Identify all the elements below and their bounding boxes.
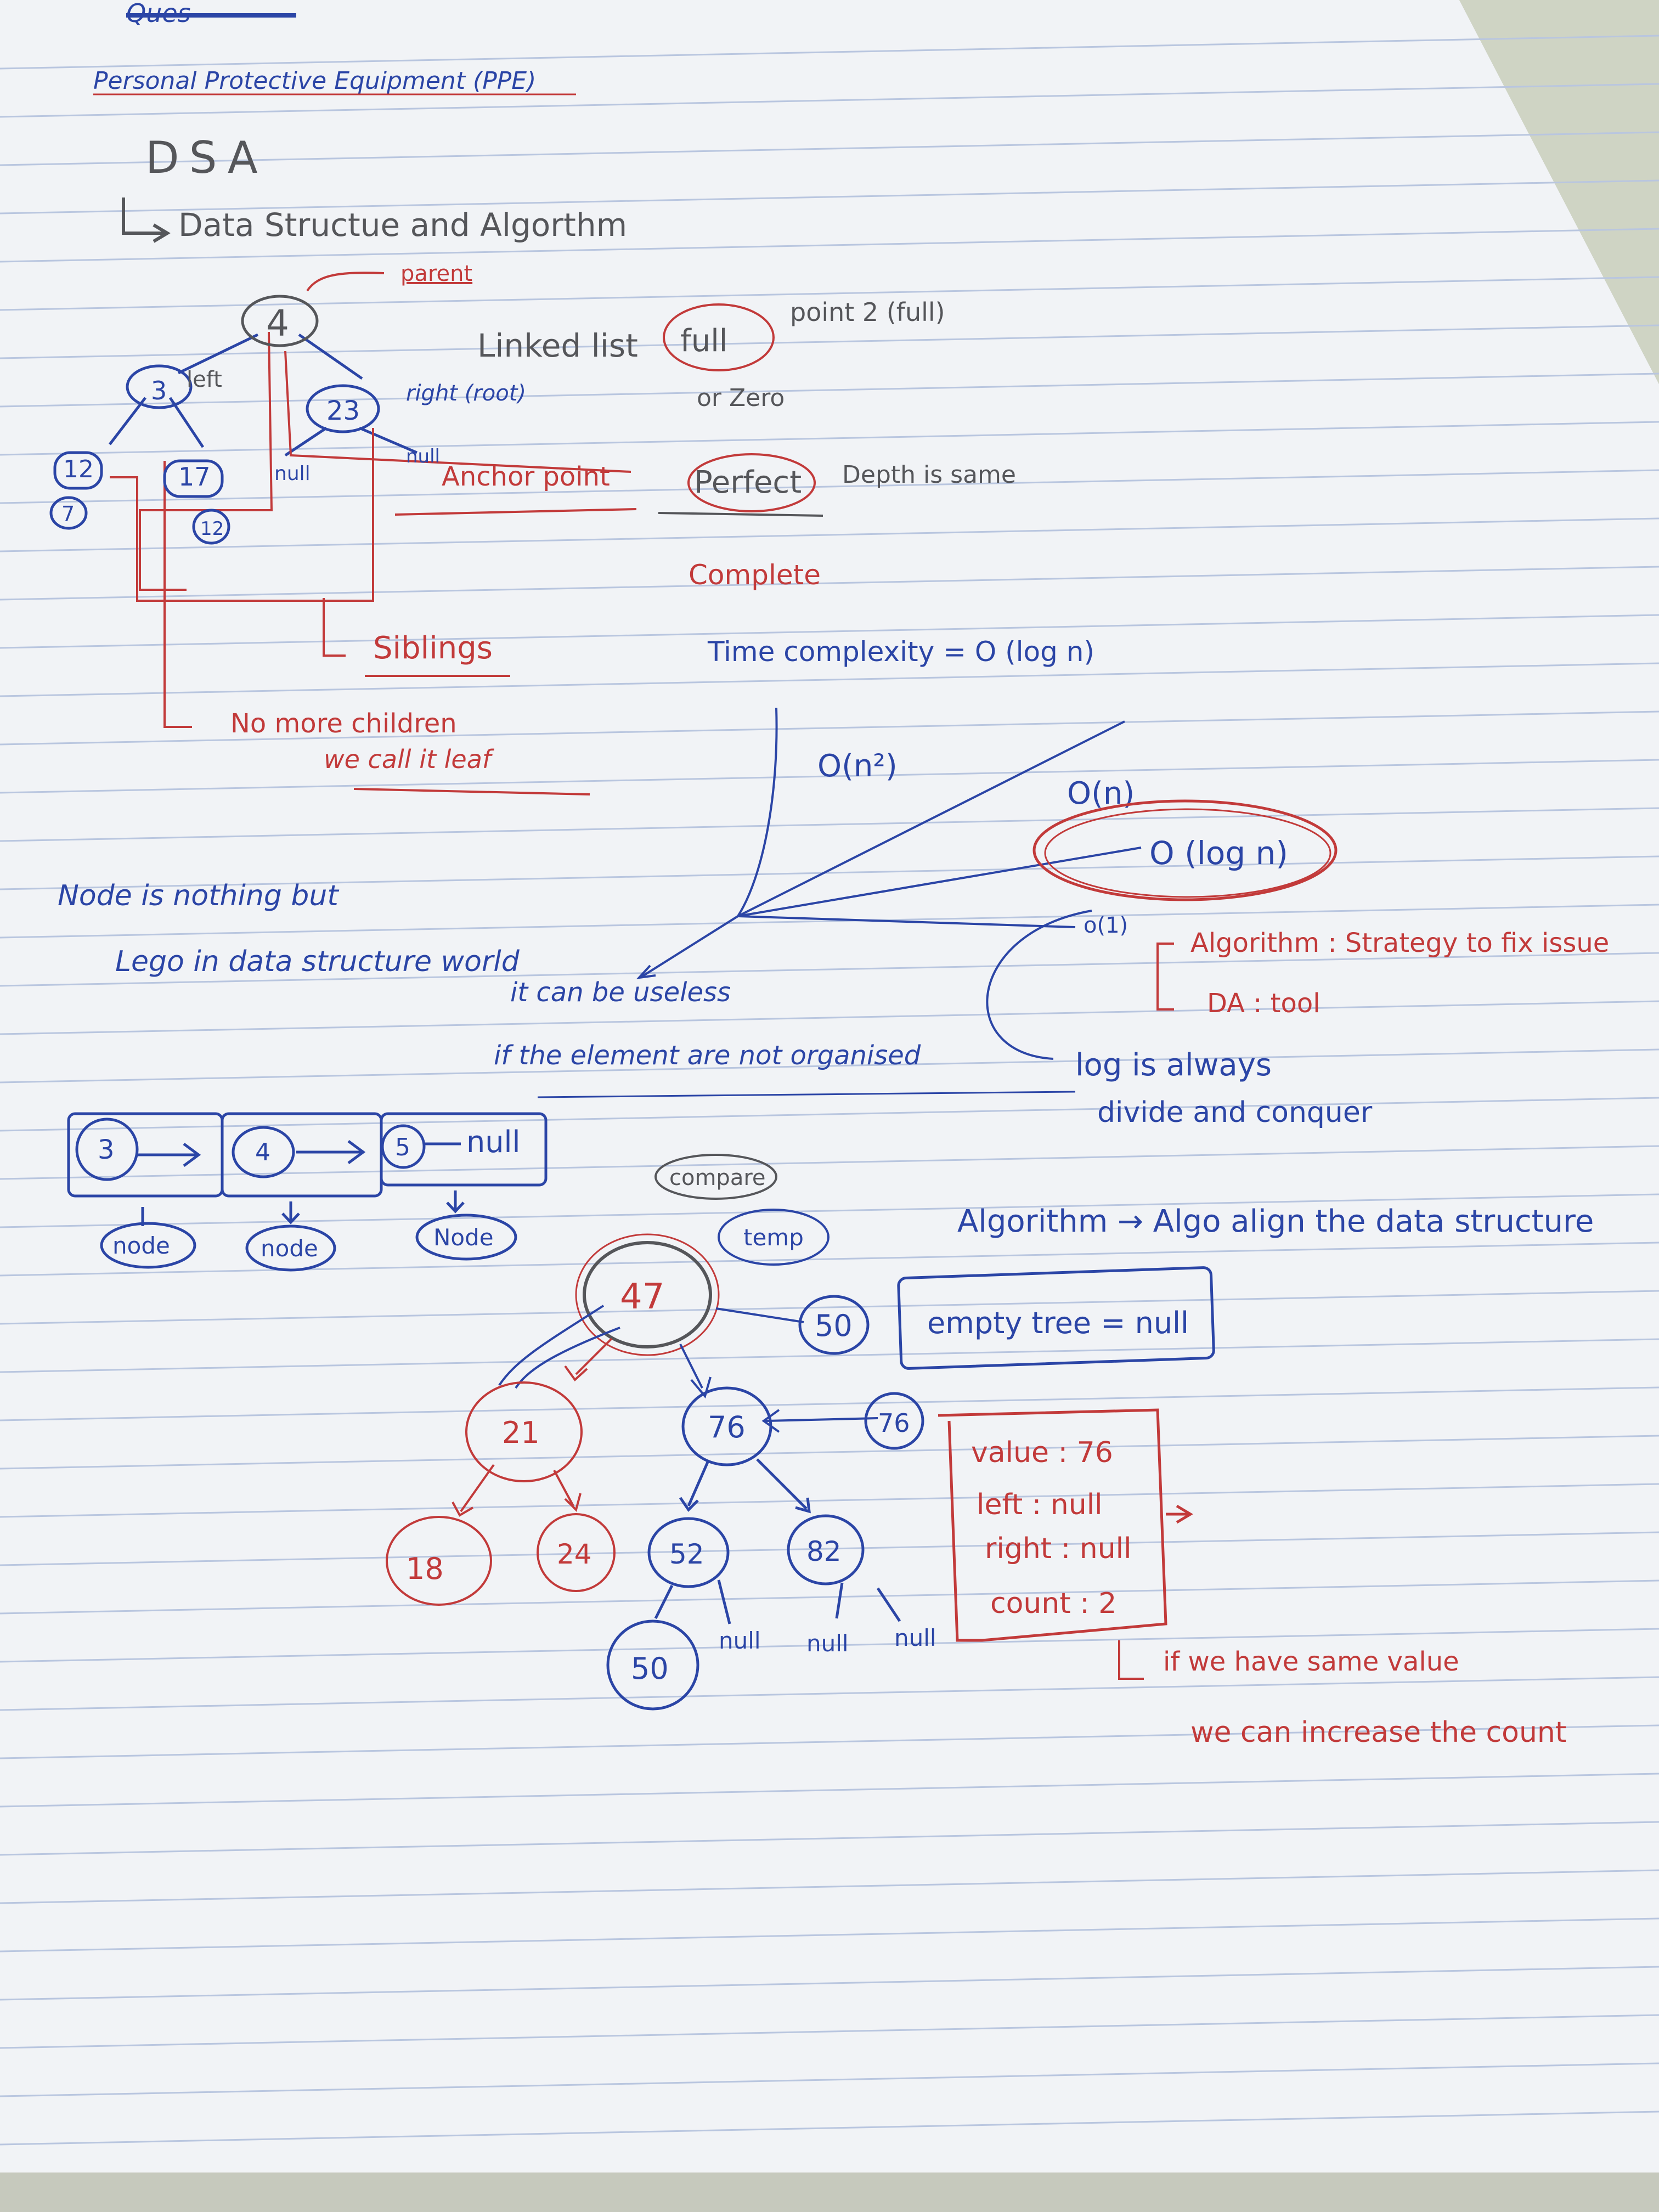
temp-label: temp: [743, 1224, 804, 1251]
tree1-node: 23: [326, 396, 360, 426]
tree1-node: 17: [178, 462, 211, 492]
node-definition-line2: Lego in data structure world: [115, 945, 520, 978]
same-value-line1: if we have same value: [1163, 1646, 1459, 1677]
o-1-label: o(1): [1084, 913, 1128, 938]
tree-diagram-1: 4 3 23 12 17 7 12 parent left right (roo…: [49, 261, 637, 795]
tree1-node: 3: [151, 376, 167, 405]
node-box-right: right : null: [985, 1532, 1132, 1565]
perfect-label: Perfect: [694, 465, 802, 500]
tree2-node: 82: [806, 1536, 842, 1567]
anchor-point-label: Anchor point: [442, 461, 610, 492]
leaf-label: we call it leaf: [324, 744, 494, 774]
incoming-node: 50: [815, 1308, 853, 1343]
tree1-null: null: [406, 445, 440, 467]
tree2-node: 24: [557, 1538, 592, 1570]
linked-list-node-label: node: [112, 1232, 170, 1259]
siblings-label: Siblings: [373, 630, 493, 666]
no-children-label: No more children: [230, 708, 457, 739]
tree1-null: null: [274, 462, 311, 485]
tree1-node: 12: [200, 518, 224, 540]
useless-line1: it can be useless: [510, 977, 731, 1008]
complexity-graph: [636, 707, 1142, 979]
dsa-title: DSA: [145, 132, 268, 183]
tree1-right-label: right (root): [406, 381, 526, 406]
useless-line2: if the element are not organised: [494, 1040, 921, 1071]
linked-list-null: null: [466, 1125, 520, 1159]
algorithm-align-note: Algorithm → Algo align the data structur…: [957, 1204, 1594, 1239]
tree1-node: 4: [266, 302, 289, 345]
tree-diagram-2: compare temp 47 50 21 76 18 24 52 82 50 …: [386, 1154, 936, 1711]
tree2-node: 18: [406, 1551, 444, 1586]
tree2-node: 50: [631, 1651, 669, 1686]
linked-list-node-label: node: [261, 1235, 318, 1262]
point-full-label: point 2 (full): [790, 297, 945, 327]
tree1-node: 12: [63, 455, 94, 483]
full-label: full: [680, 323, 727, 359]
depth-label: Depth is same: [842, 461, 1016, 489]
root-node: 47: [620, 1277, 664, 1317]
header-title: Personal Protective Equipment (PPE): [93, 67, 536, 95]
o-log-n-label: O (log n): [1149, 834, 1288, 872]
node-box-count: count : 2: [990, 1587, 1116, 1620]
time-complexity-label: Time complexity = O (log n): [707, 636, 1094, 668]
complete-label: Complete: [689, 559, 821, 591]
log-divide-line1: log is always: [1075, 1047, 1272, 1083]
linked-list-label: Linked list: [477, 327, 638, 364]
linked-list-value: 4: [255, 1138, 270, 1166]
tree2-node: 21: [502, 1415, 540, 1450]
linked-list-node-label: Node: [433, 1224, 494, 1251]
o-n2-label: O(n²): [817, 748, 898, 784]
tree2-null: null: [806, 1630, 849, 1657]
dsa-expansion: Data Structue and Algorthm: [178, 206, 627, 244]
node-box-value: value : 76: [971, 1436, 1113, 1469]
or-zero-label: or Zero: [697, 384, 785, 412]
tree2-node: 52: [669, 1538, 704, 1570]
linked-list-value: 3: [98, 1135, 115, 1165]
tree2-null: null: [894, 1624, 936, 1651]
ruled-lines: [0, 35, 1659, 2146]
log-divide-line2: divide and conquer: [1097, 1096, 1373, 1129]
compare-label: compare: [669, 1165, 766, 1190]
empty-tree-note: empty tree = null: [927, 1306, 1189, 1340]
tree2-node: 76: [708, 1410, 746, 1444]
tree1-parent-label: parent: [400, 261, 472, 286]
node-definition-line1: Node is nothing but: [58, 879, 339, 912]
linked-list-diagram: [67, 1112, 548, 1272]
algorithm-strategy-note: Algorithm : Strategy to fix issue: [1190, 928, 1609, 958]
incoming-node-2: 76: [878, 1408, 910, 1438]
node-box-left: left : null: [977, 1488, 1103, 1521]
tree1-node: 7: [61, 502, 75, 526]
node-structure-box: [938, 1408, 1193, 1642]
same-value-line2: we can increase the count: [1190, 1716, 1566, 1749]
tree1-left-label: left: [187, 367, 222, 392]
linked-list-value: 5: [395, 1133, 410, 1161]
ds-tool-note: DA : tool: [1207, 988, 1321, 1019]
tree2-null: null: [719, 1627, 761, 1654]
